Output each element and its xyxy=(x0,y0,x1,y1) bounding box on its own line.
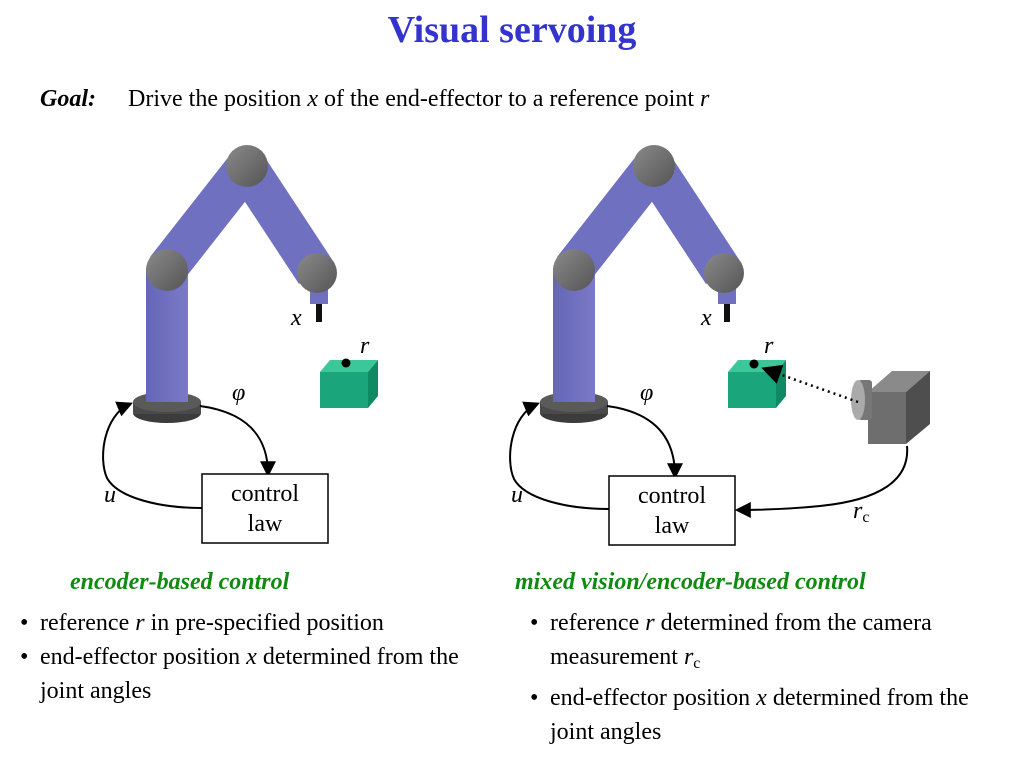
left-box-line-2: law xyxy=(247,511,283,537)
right-bullet-list: reference r determined from the camera m… xyxy=(530,606,1010,749)
right-reference-point xyxy=(749,359,759,369)
goal-text-1: Drive the position xyxy=(128,86,308,112)
right-label-r: r xyxy=(764,333,774,359)
goal-text-2: of the end-effector to a reference point xyxy=(317,86,700,112)
left-label-u: u xyxy=(104,482,116,508)
left-bullet-list: reference r in pre-specified position en… xyxy=(20,606,500,708)
left-bullet-2: end-effector position x determined from … xyxy=(20,640,500,708)
left-joint-wrist xyxy=(297,253,337,293)
right-control-law-text: control law xyxy=(609,481,735,541)
left-label-r: r xyxy=(360,333,370,359)
right-robot-arm xyxy=(540,145,744,423)
right-box-line-2: law xyxy=(654,513,690,539)
right-control-law-box xyxy=(608,475,736,546)
right-link-3 xyxy=(635,156,742,284)
right-u-arrow xyxy=(509,401,610,510)
right-label-rc: rc xyxy=(853,498,869,527)
camera-measurement-ray xyxy=(761,364,859,404)
left-label-phi: φ xyxy=(232,380,246,406)
right-label-rc-sub: c xyxy=(862,509,870,526)
left-target-cube xyxy=(320,358,378,408)
camera-to-control-arrow xyxy=(734,445,909,518)
left-joint-elbow xyxy=(226,145,268,187)
right-joint-elbow xyxy=(633,145,675,187)
right-joint-wrist xyxy=(704,253,744,293)
right-target-cube xyxy=(728,359,786,408)
page-title: Visual servoing xyxy=(387,9,637,51)
right-label-u: u xyxy=(511,482,523,508)
left-u-arrow xyxy=(102,401,203,509)
goal-statement: Goal: Drive the position x of the end-eff… xyxy=(40,86,709,113)
left-reference-point xyxy=(341,358,351,368)
left-bullet-1: reference r in pre-specified position xyxy=(20,606,500,640)
goal-var-r: r xyxy=(700,86,710,112)
left-box-line-1: control xyxy=(231,481,299,507)
right-box-line-1: control xyxy=(638,483,706,509)
right-joint-shoulder xyxy=(553,249,595,291)
left-label-x: x xyxy=(291,305,302,331)
right-caption: mixed vision/encoder-based control xyxy=(515,569,866,595)
left-control-law-text: control law xyxy=(202,479,328,539)
left-link-3 xyxy=(228,156,335,284)
right-bullet-1: reference r determined from the camera m… xyxy=(530,606,1010,681)
left-robot-arm xyxy=(133,145,337,423)
camera-icon xyxy=(851,371,930,444)
left-control-law-box xyxy=(201,473,329,544)
right-label-phi: φ xyxy=(640,380,654,406)
left-joint-shoulder xyxy=(146,249,188,291)
right-label-rc-var: r xyxy=(853,498,863,524)
goal-var-x: x xyxy=(307,86,318,112)
left-tool-tip xyxy=(316,304,322,322)
left-caption: encoder-based control xyxy=(70,569,290,595)
right-label-x: x xyxy=(701,305,712,331)
goal-label: Goal: xyxy=(40,86,96,112)
right-tool-tip xyxy=(724,304,730,322)
right-phi-arrow xyxy=(606,405,683,480)
left-phi-arrow xyxy=(199,405,276,478)
right-bullet-2: end-effector position x determined from … xyxy=(530,681,970,749)
